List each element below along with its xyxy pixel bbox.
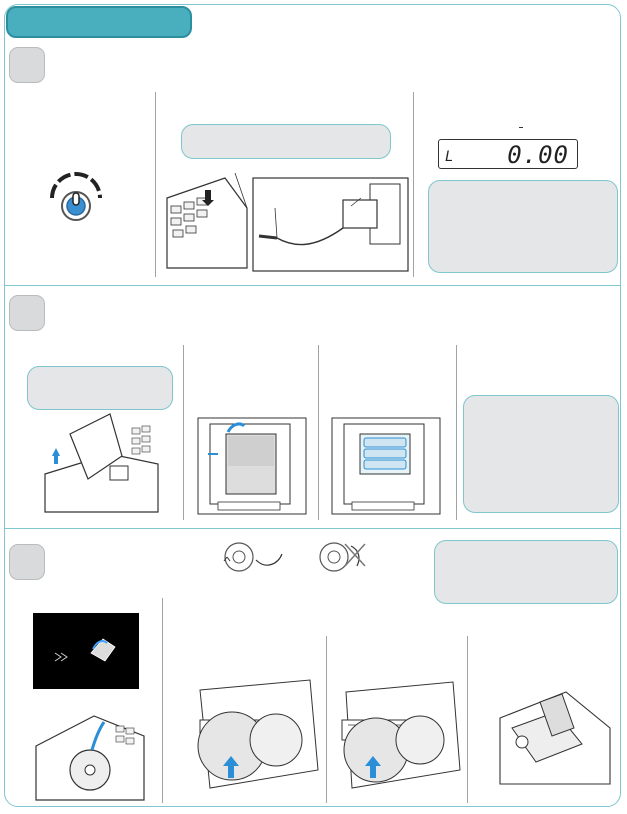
step-2-callout (27, 366, 173, 410)
step-1-callout (181, 124, 391, 159)
paper-roll-icon (33, 613, 139, 689)
step-2-battery-callout (463, 395, 619, 513)
step-2-divider-2 (318, 345, 319, 520)
step-3-divider-2 (326, 636, 327, 803)
paper-out-illustration (496, 688, 612, 788)
paper-feed-illustration-1 (190, 680, 320, 790)
step-2-divider-3 (456, 345, 457, 520)
step-2-divider-1 (183, 345, 184, 520)
step-1-badge (9, 47, 45, 83)
paper-insert-illustration (34, 706, 146, 802)
step-3-badge (9, 544, 45, 580)
separator-2 (4, 528, 621, 529)
lcd-display: L 0.00 (438, 139, 578, 169)
step-1-divider-2 (413, 92, 414, 277)
step-1-display-callout (428, 180, 618, 273)
printer-cover-icon (40, 414, 160, 514)
rotate-ok-icon (222, 540, 286, 574)
step-3-divider-1 (162, 598, 163, 803)
lcd-marker (519, 127, 523, 128)
lcd-value: 0.00 (507, 141, 569, 169)
step-1-divider-1 (155, 92, 156, 277)
battery-inserted-illustration (330, 414, 442, 516)
rotate-ng-icon (315, 540, 369, 574)
step-3-callout (434, 540, 618, 604)
register-cable-illustration (165, 168, 410, 273)
battery-compartment-open-illustration (196, 414, 308, 516)
step-3-divider-3 (467, 636, 468, 803)
step-2-badge (9, 295, 45, 331)
lcd-indicator: L (445, 149, 453, 165)
section-title-bar (6, 6, 192, 38)
paper-feed-illustration-2 (338, 680, 463, 790)
power-switch-icon (46, 176, 106, 226)
separator-1 (4, 285, 621, 286)
